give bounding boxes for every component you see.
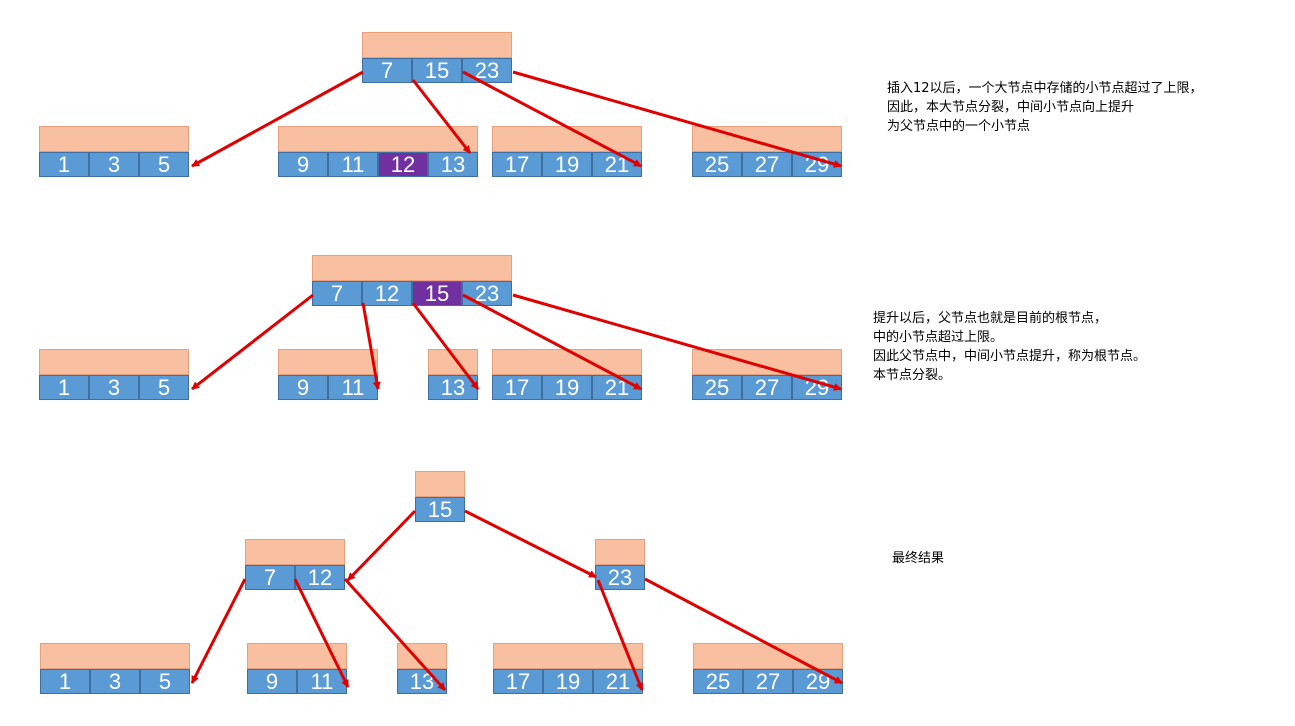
stage1-key: 1 [39,152,89,177]
note-line: 中的小节点超过上限。 [873,330,1004,345]
stage1-child-node: 25 27 29 [692,126,842,177]
note-line: 本节点分裂。 [873,368,952,383]
stage3-key: 19 [543,669,593,694]
stage2-child-node: 25 27 29 [692,349,842,400]
stage3-key: 27 [743,669,793,694]
note-line: 为父节点中的一个小节点 [887,119,1031,134]
child-pointer-arrow [464,509,597,579]
stage2-key: 25 [692,375,742,400]
stage2-note: 提升以后，父节点也就是目前的根节点， 中的小节点超过上限。 因此父节点中，中间小… [873,309,1146,385]
note-line: 插入12以后，一个大节点中存储的小节点超过了上限， [887,81,1203,96]
stage2-key: 3 [89,375,139,400]
stage1-key: 21 [592,152,642,177]
stage2-key: 13 [428,375,478,400]
stage1-overflow-node: 9 11 12 13 [278,126,478,177]
stage1-note: 插入12以后，一个大节点中存储的小节点超过了上限， 因此，本大节点分裂，中间小节… [887,79,1203,136]
stage3-leaf-node: 1 3 5 [40,643,190,694]
stage3-note: 最终结果 [892,549,944,568]
stage3-root-node: 15 [415,471,465,522]
stage2-root-key: 23 [462,281,512,306]
stage1-key: 11 [328,152,378,177]
stage1-key: 29 [792,152,842,177]
stage2-key: 27 [742,375,792,400]
child-pointer-arrow [346,509,417,582]
stage3-root-key: 15 [415,497,465,522]
stage3-left-node: 7 12 [245,539,345,590]
stage3-key: 11 [297,669,347,694]
stage3-key: 17 [493,669,543,694]
stage1-key: 13 [428,152,478,177]
stage2-key: 21 [592,375,642,400]
stage1-child-node: 17 19 21 [492,126,642,177]
stage2-root-key: 12 [362,281,412,306]
stage3-key: 23 [595,565,645,590]
stage1-child-node: 1 3 5 [39,126,189,177]
stage2-root-key: 7 [312,281,362,306]
note-line: 因此父节点中，中间小节点提升，称为根节点。 [873,349,1147,364]
stage3-key: 7 [245,565,295,590]
stage1-key: 17 [492,152,542,177]
stage3-key: 9 [247,669,297,694]
stage1-key: 19 [542,152,592,177]
child-pointer-arrow [190,578,247,684]
stage2-key: 1 [39,375,89,400]
stage3-leaf-node: 9 11 [247,643,347,694]
stage1-root-key: 15 [412,58,462,83]
stage2-key: 5 [139,375,189,400]
stage3-key: 1 [40,669,90,694]
stage3-leaf-node: 17 19 21 [493,643,643,694]
note-line: 因此，本大节点分裂，中间小节点向上提升 [887,100,1135,115]
stage2-key: 19 [542,375,592,400]
stage2-child-node: 17 19 21 [492,349,642,400]
stage1-root-key: 7 [362,58,412,83]
stage3-leaf-node: 13 [397,643,447,694]
stage2-key: 9 [278,375,328,400]
stage3-key: 5 [140,669,190,694]
stage2-key: 29 [792,375,842,400]
stage3-leaf-node: 25 27 29 [693,643,843,694]
stage2-child-node: 1 3 5 [39,349,189,400]
stage3-key: 13 [397,669,447,694]
stage1-key: 3 [89,152,139,177]
stage2-key: 17 [492,375,542,400]
stage2-child-node: 13 [428,349,478,400]
stage3-right-node: 23 [595,539,645,590]
stage1-key: 5 [139,152,189,177]
stage1-key: 27 [742,152,792,177]
stage2-root-node: 7 12 15 23 [312,255,512,306]
stage3-key: 12 [295,565,345,590]
note-line: 最终结果 [892,551,945,566]
stage2-child-node: 9 11 [278,349,378,400]
stage2-promoted-key: 15 [412,281,462,306]
stage1-inserted-key: 12 [378,152,428,177]
stage2-key: 11 [328,375,378,400]
stage1-key: 25 [692,152,742,177]
stage3-key: 25 [693,669,743,694]
stage1-root-key: 23 [462,58,512,83]
stage3-key: 29 [793,669,843,694]
stage3-key: 3 [90,669,140,694]
stage1-root-node: 7 15 23 [362,32,512,83]
note-line: 提升以后，父节点也就是目前的根节点， [873,311,1108,326]
stage3-key: 21 [593,669,643,694]
stage1-key: 9 [278,152,328,177]
